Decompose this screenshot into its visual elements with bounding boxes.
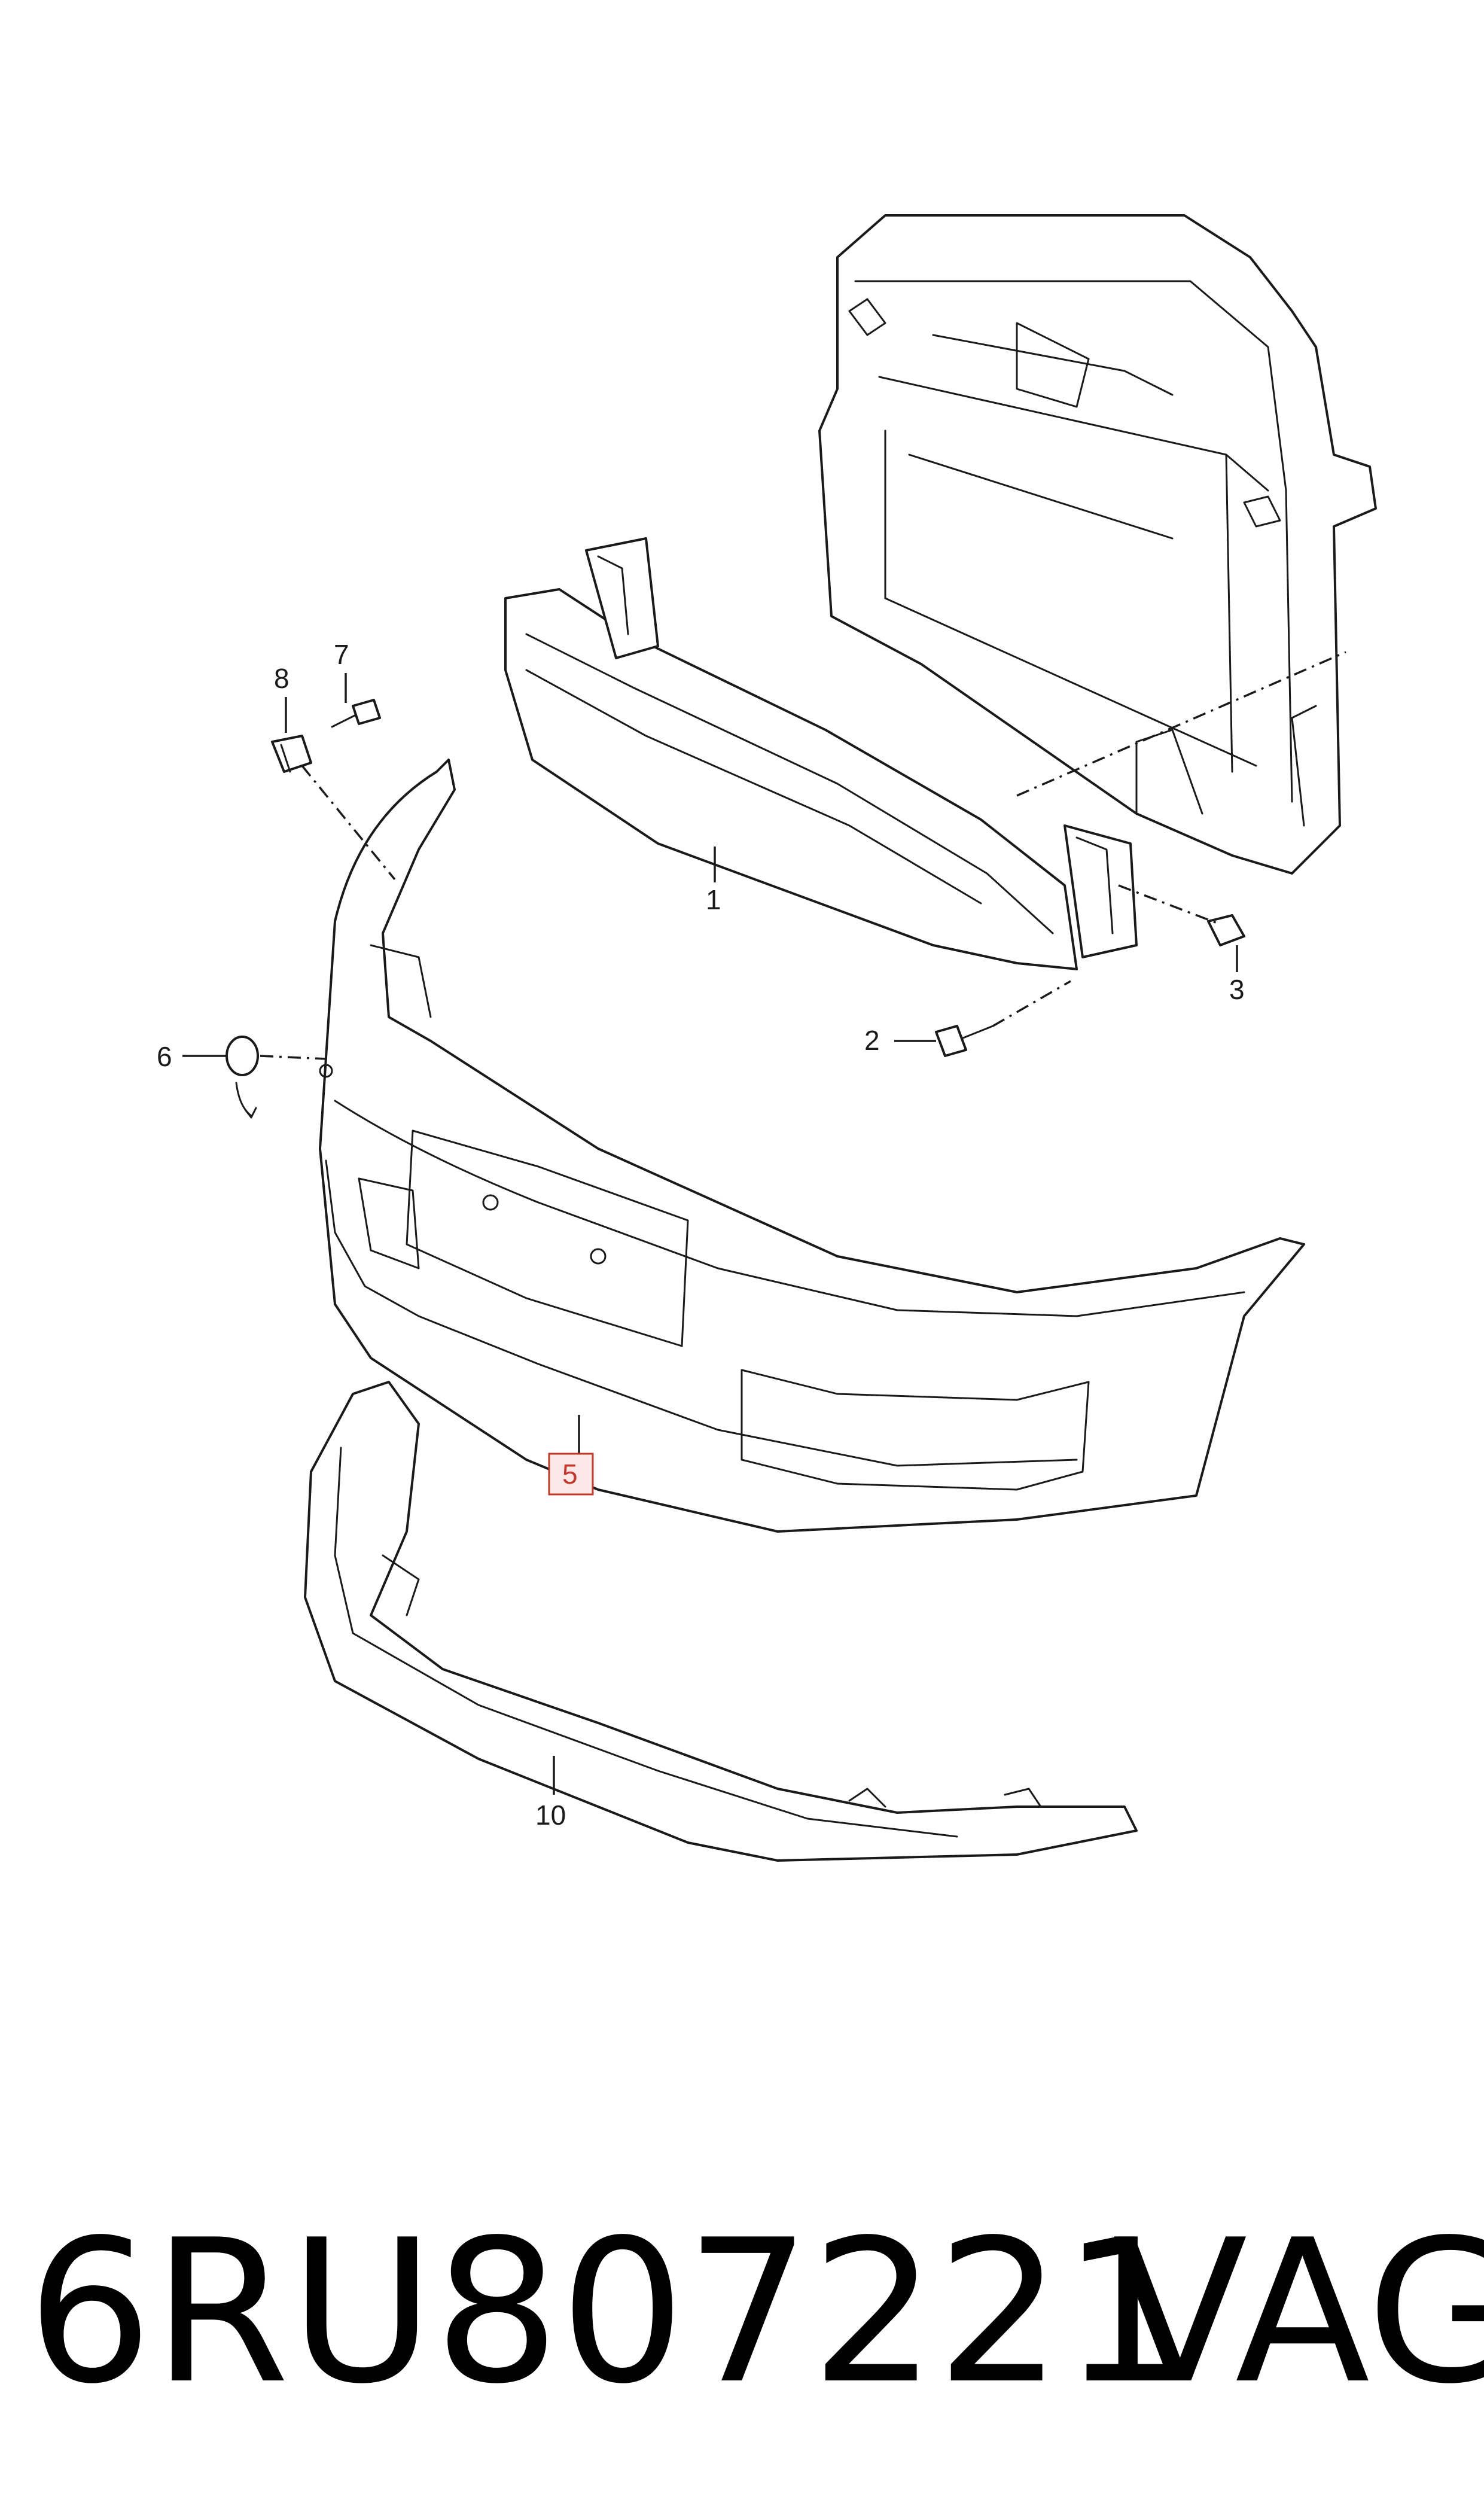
- assembly-line-screw-3: [1118, 884, 1221, 925]
- front-carrier: [818, 214, 1377, 875]
- callout-7: 7: [334, 639, 349, 670]
- callout-5-box: [548, 1453, 594, 1496]
- callout-1: 1: [706, 884, 721, 915]
- clip-nut-8: [271, 735, 312, 773]
- callout-6: 6: [157, 1041, 172, 1072]
- impact-beam: [504, 537, 1138, 970]
- assembly-line-bolt-2: [992, 980, 1071, 1027]
- callout-5: 5: [562, 1459, 578, 1490]
- callout-10: 10: [535, 1800, 566, 1831]
- screw-7: [331, 699, 381, 728]
- assembly-line-cap-6: [260, 1055, 327, 1060]
- bolt-2: [935, 1025, 994, 1057]
- cap-6: [226, 1036, 259, 1119]
- callout-3: 3: [1229, 974, 1245, 1005]
- screw-3: [1207, 914, 1245, 946]
- callout-8: 8: [274, 663, 290, 694]
- assembly-line-clip-8: [301, 765, 396, 881]
- bumper-cover: [319, 759, 1305, 1533]
- assembly-line-carrier: [1016, 651, 1346, 797]
- part-number-label: 6RU807221: [27, 2197, 1188, 2427]
- brand-label: VAG: [1113, 2197, 1484, 2427]
- spoiler-trim: [304, 1381, 1138, 1862]
- callout-2: 2: [864, 1025, 880, 1056]
